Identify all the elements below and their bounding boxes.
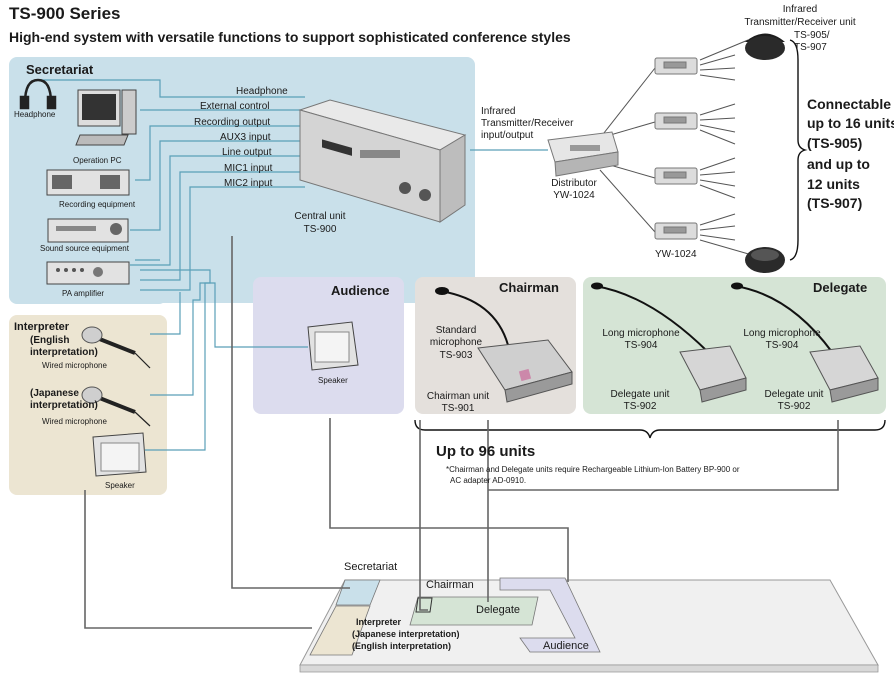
pa-amplifier-label: PA amplifier xyxy=(62,289,105,298)
delegate-unit-model-left: TS-902 xyxy=(623,401,657,412)
chairman-unit-drawing xyxy=(435,287,573,403)
pa-amplifier-drawing xyxy=(46,261,130,285)
io-label-mic2-input: MIC2 input xyxy=(224,178,273,189)
chairman-mic-name-2: microphone xyxy=(429,337,483,348)
headphone-label: Headphone xyxy=(14,110,56,119)
infrared-io-label-2: Transmitter/Receiver xyxy=(481,118,574,129)
floor-delegate-label: Delegate xyxy=(476,604,521,616)
operation-pc-label: Operation PC xyxy=(73,156,122,165)
central-unit-drawing xyxy=(298,99,467,223)
capacity-line-1: Connectable xyxy=(807,96,892,112)
io-label-line-output: Line output xyxy=(222,147,272,158)
capacity-line-5: 12 units xyxy=(807,176,860,192)
capacity-note-main: Up to 96 units xyxy=(436,443,536,460)
distributor-model: YW-1024 xyxy=(553,190,595,201)
floor-plan-drawing xyxy=(299,577,879,673)
sound-source-label: Sound source equipment xyxy=(40,244,129,253)
ir-unit-label-3: TS-905/ xyxy=(794,30,830,41)
io-label-mic1-input: MIC1 input xyxy=(224,163,273,174)
ir-unit-label-4: TS-907 xyxy=(794,42,827,53)
wired-mic-label-1: Wired microphone xyxy=(42,361,107,370)
infrared-dome-units xyxy=(745,33,785,273)
operation-pc-drawing xyxy=(75,89,137,146)
capacity-line-2: up to 16 units xyxy=(807,115,894,131)
central-unit-name: Central unit xyxy=(294,211,346,222)
capacity-line-6: (TS-907) xyxy=(807,195,863,211)
capacity-note-2: AC adapter AD-0910. xyxy=(450,476,527,485)
io-label-headphone: Headphone xyxy=(236,86,288,97)
chairman-unit-name: Chairman unit xyxy=(426,391,490,402)
distributor-name: Distributor xyxy=(551,178,597,189)
delegate-mic-name-left: Long microphone xyxy=(602,328,680,339)
delegate-mic-model-right: TS-904 xyxy=(765,340,799,351)
page-title: TS-900 Series xyxy=(9,4,121,23)
floor-audience-label: Audience xyxy=(543,640,589,652)
delegate-unit-name-left: Delegate unit xyxy=(610,389,670,400)
io-label-aux3-input: AUX3 input xyxy=(220,132,271,143)
chairman-heading: Chairman xyxy=(499,280,559,295)
interpreter-heading: Interpreter xyxy=(14,321,70,333)
capacity-line-3: (TS-905) xyxy=(807,135,863,151)
interpreter-japanese-2: interpretation) xyxy=(30,400,98,411)
io-label-external-control: External control xyxy=(200,101,270,112)
ir-unit-label-2: Transmitter/Receiver unit xyxy=(744,17,856,28)
wired-mic-label-2: Wired microphone xyxy=(42,417,107,426)
sound-source-drawing xyxy=(47,218,129,243)
distributor-drawing xyxy=(547,131,619,177)
audience-speaker-label: Speaker xyxy=(318,376,348,385)
small-distributors xyxy=(654,57,698,240)
audience-heading: Audience xyxy=(331,283,390,298)
central-unit-model: TS-900 xyxy=(303,224,337,235)
chairman-mic-name-1: Standard xyxy=(435,325,477,336)
capacity-note-1: *Chairman and Delegate units require Rec… xyxy=(446,465,740,474)
ir-unit-label-1: Infrared xyxy=(782,4,818,15)
floor-secretariat-label: Secretariat xyxy=(344,561,398,573)
delegate-unit-name-right: Delegate unit xyxy=(764,389,824,400)
floor-chairman-label: Chairman xyxy=(426,579,474,591)
io-label-recording-output: Recording output xyxy=(194,117,271,128)
delegate-mic-name-right: Long microphone xyxy=(743,328,821,339)
floor-interpreter-2: (Japanese interpretation) xyxy=(352,629,460,639)
capacity-line-4: and up to xyxy=(807,156,870,172)
interpreter-japanese-1: (Japanese xyxy=(30,388,79,399)
secretariat-heading: Secretariat xyxy=(26,62,94,77)
recording-equipment-drawing xyxy=(46,169,130,196)
page-subtitle: High-end system with versatile functions… xyxy=(9,29,571,45)
infrared-io-label-3: input/output xyxy=(481,130,534,141)
delegate-unit-model-right: TS-902 xyxy=(777,401,811,412)
wired-microphone-drawing xyxy=(81,326,151,427)
interpreter-english-1: (English xyxy=(30,335,70,346)
delegate-mic-model-left: TS-904 xyxy=(624,340,658,351)
recording-equipment-label: Recording equipment xyxy=(59,200,136,209)
delegate-heading: Delegate xyxy=(813,280,868,295)
floor-interpreter-1: Interpreter xyxy=(356,617,402,627)
headphone-drawing xyxy=(19,78,57,110)
delegate-unit-drawing xyxy=(591,282,879,403)
chairman-mic-model: TS-903 xyxy=(439,350,473,361)
interpreter-english-2: interpretation) xyxy=(30,347,98,358)
speaker-drawings xyxy=(92,321,359,477)
distributor-bottom-label: YW-1024 xyxy=(655,249,697,260)
floor-interpreter-3: (English interpretation) xyxy=(352,641,451,651)
infrared-io-label-1: Infrared xyxy=(481,106,516,117)
chairman-unit-model: TS-901 xyxy=(441,403,475,414)
interpreter-speaker-label: Speaker xyxy=(105,481,135,490)
